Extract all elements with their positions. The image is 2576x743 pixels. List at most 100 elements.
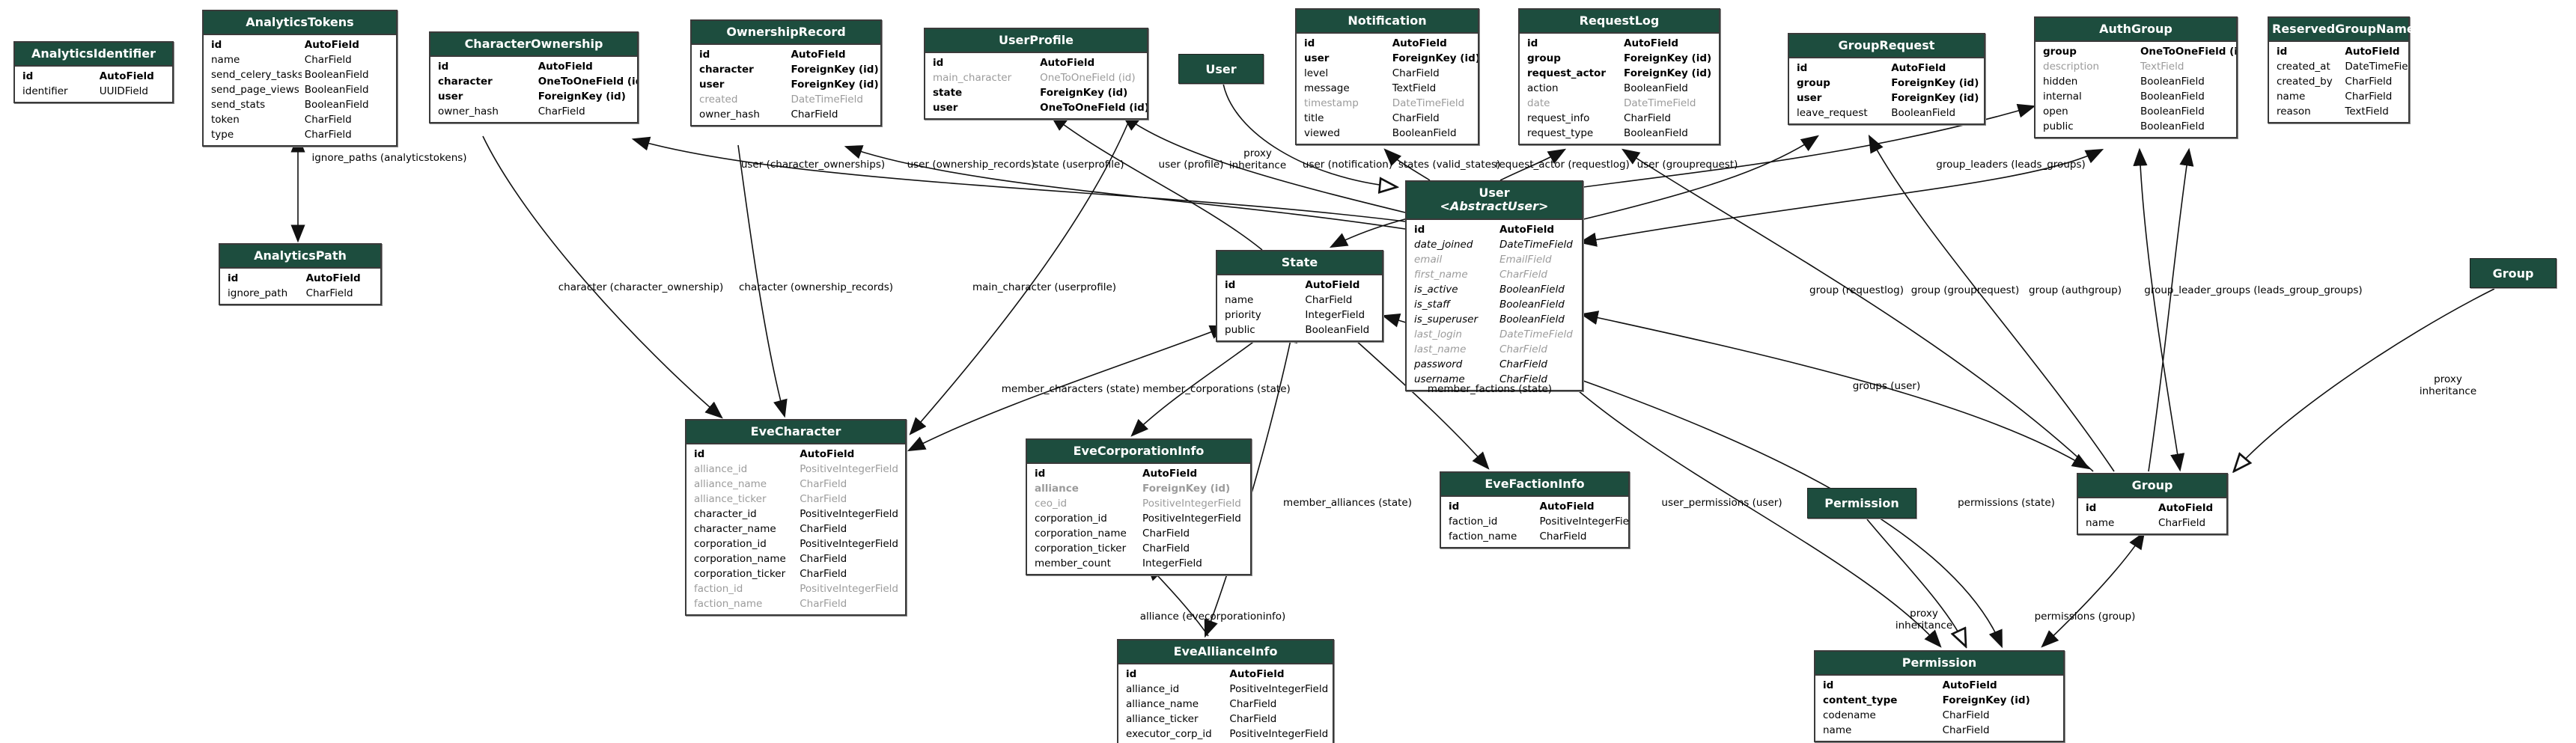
field-name: name bbox=[211, 54, 240, 67]
field-type: DateTimeField bbox=[1624, 97, 1696, 110]
field-row: main_character OneToOneField (id) bbox=[925, 70, 1147, 85]
field-type: CharField bbox=[1624, 112, 1671, 125]
relationship-edge bbox=[2133, 147, 2185, 472]
relationship-edge bbox=[631, 136, 1406, 222]
field-name: id bbox=[2086, 502, 2097, 515]
relationship-edge bbox=[1050, 114, 1263, 251]
edge-label: character (ownership_records) bbox=[738, 281, 894, 293]
field-type: BooleanField bbox=[1499, 283, 1565, 296]
field-name: id bbox=[699, 49, 710, 61]
field-type: CharField bbox=[538, 106, 585, 118]
field-type: ForeignKey (id) bbox=[791, 64, 879, 76]
relationship-edge bbox=[1868, 134, 2115, 472]
field-name: character bbox=[438, 76, 493, 88]
table-title: Permission bbox=[1815, 652, 2063, 676]
field-name: email bbox=[1414, 253, 1443, 266]
field-type: CharField bbox=[791, 108, 838, 121]
field-name: id bbox=[438, 61, 449, 73]
relationship-edge bbox=[737, 144, 788, 418]
edge-label: permissions (group) bbox=[2034, 610, 2136, 623]
proxy-node-user: User bbox=[1178, 54, 1264, 84]
field-type: ForeignKey (id) bbox=[1040, 87, 1128, 100]
field-name: token bbox=[211, 114, 240, 126]
field-name: request_type bbox=[1527, 127, 1594, 140]
field-type: PositiveIntegerField bbox=[800, 463, 898, 476]
field-name: public bbox=[1225, 324, 1255, 337]
field-type: AutoField bbox=[2158, 502, 2214, 515]
field-name: public bbox=[2043, 120, 2074, 133]
field-type: ForeignKey (id) bbox=[1624, 52, 1712, 65]
table-title: User<AbstractUser> bbox=[1407, 182, 1582, 220]
field-type: PositiveIntegerField bbox=[1229, 728, 1329, 741]
edge-label: user (profile) bbox=[1158, 158, 1224, 171]
field-name: character bbox=[699, 64, 754, 76]
field-name: main_character bbox=[933, 72, 1012, 85]
field-type: OneToOneField (id) bbox=[1040, 72, 1136, 85]
field-name: faction_name bbox=[1449, 531, 1517, 543]
edge-label: alliance (evecorporationinfo) bbox=[1139, 610, 1286, 623]
field-name: alliance_ticker bbox=[1126, 713, 1199, 726]
field-name: alliance_id bbox=[694, 463, 748, 476]
field-name: id bbox=[1527, 37, 1538, 50]
table-title-text: Notification bbox=[1348, 13, 1427, 28]
field-type: AutoField bbox=[1229, 668, 1285, 681]
table-title: GroupRequest bbox=[1789, 34, 1984, 59]
field-type: CharField bbox=[1392, 112, 1440, 125]
table-title: UserProfile bbox=[925, 29, 1147, 54]
field-row: id AutoField bbox=[2078, 501, 2226, 516]
field-name: first_name bbox=[1414, 268, 1468, 281]
field-type: AutoField bbox=[1624, 37, 1679, 50]
field-name: user bbox=[438, 91, 463, 103]
field-type: AutoField bbox=[1942, 679, 1997, 692]
field-name: codename bbox=[1823, 709, 1876, 722]
edge-label: group_leaders (leads_groups) bbox=[1936, 158, 2086, 171]
field-type: BooleanField bbox=[1392, 127, 1457, 140]
relationship-edge bbox=[2148, 147, 2194, 472]
field-name: is_superuser bbox=[1414, 313, 1478, 325]
field-type: CharField bbox=[1142, 542, 1190, 555]
field-name: corporation_id bbox=[694, 538, 767, 551]
field-type: BooleanField bbox=[2140, 91, 2205, 103]
table-title: AnalyticsPath bbox=[220, 245, 380, 269]
field-name: is_staff bbox=[1414, 298, 1450, 311]
field-type: UUIDField bbox=[99, 85, 148, 98]
table-title-text: AuthGroup bbox=[2099, 22, 2172, 36]
field-name: group bbox=[2043, 46, 2077, 58]
field-type: BooleanField bbox=[304, 84, 369, 97]
edge-label: state (userprofile) bbox=[1033, 158, 1124, 171]
table-title-text: EveAllianceInfo bbox=[1173, 644, 1278, 658]
field-name: user bbox=[1797, 92, 1822, 105]
field-type: CharField bbox=[2158, 517, 2206, 530]
edge-label: proxy inheritance bbox=[2419, 373, 2477, 397]
field-name: user bbox=[1304, 52, 1330, 65]
field-type: DateTimeField bbox=[1392, 97, 1465, 110]
relationship-edge bbox=[482, 135, 723, 419]
